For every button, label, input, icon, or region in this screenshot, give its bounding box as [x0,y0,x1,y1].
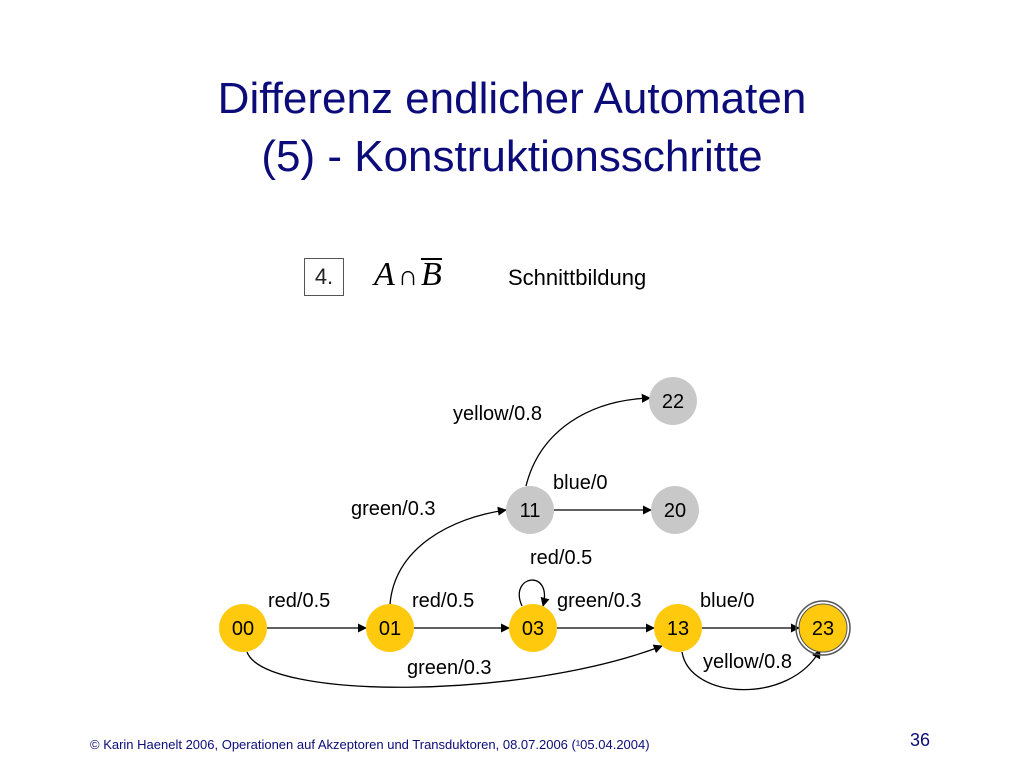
edge-03-03 [518,579,550,607]
edge-label-03-03: red/0.5 [530,547,592,569]
node-13 [654,604,702,652]
page-number: 36 [910,730,931,750]
edge-13-23 [681,649,821,691]
node-label-23: 23 [812,618,834,640]
edge-label-01-03: red/0.5 [412,590,474,612]
edge-label-01-11: green/0.3 [351,498,436,520]
edge-label-00-13: green/0.3 [407,657,492,679]
node-03 [509,604,557,652]
formula-left: A [374,256,395,293]
node-22 [649,377,697,425]
step-label: Schnittbildung [508,265,647,290]
node-label-20: 20 [664,500,686,522]
edge-00-13 [246,644,663,688]
node-label-11: 11 [520,500,541,522]
edge-label-13-23: yellow/0.8 [703,651,792,673]
node-11 [506,486,554,534]
slide-title-line1: Differenz endlicher Automaten [217,74,807,123]
footer-copyright: © Karin Haenelt 2006, Operationen auf Ak… [90,737,650,752]
edge-label-11-22: yellow/0.8 [453,403,542,425]
slide-title: Differenz endlicher Automaten (5) - Kons… [0,70,1024,186]
step-number-box: 4. [304,258,344,296]
edge-label-13-23: blue/0 [700,590,755,612]
edge-11-22 [525,393,651,487]
edge-01-11 [389,506,507,605]
edge-label-03-13: green/0.3 [557,590,642,612]
node-label-13: 13 [667,618,689,640]
node-23 [798,603,848,653]
node-00 [219,604,267,652]
node-label-01: 01 [379,618,401,640]
node-label-22: 22 [662,391,684,413]
edge-label-00-01: red/0.5 [268,590,330,612]
node-01 [366,604,414,652]
formula-operator: ∩ [397,261,419,292]
formula: A∩B [374,256,442,294]
node-label-03: 03 [522,618,544,640]
node-23-final-ring [795,600,851,656]
node-label-00: 00 [232,618,254,640]
slide-title-line2: (5) - Konstruktionsschritte [261,132,763,181]
formula-right-complement: B [421,256,442,293]
edge-label-11-20: blue/0 [553,472,608,494]
node-20 [651,486,699,534]
